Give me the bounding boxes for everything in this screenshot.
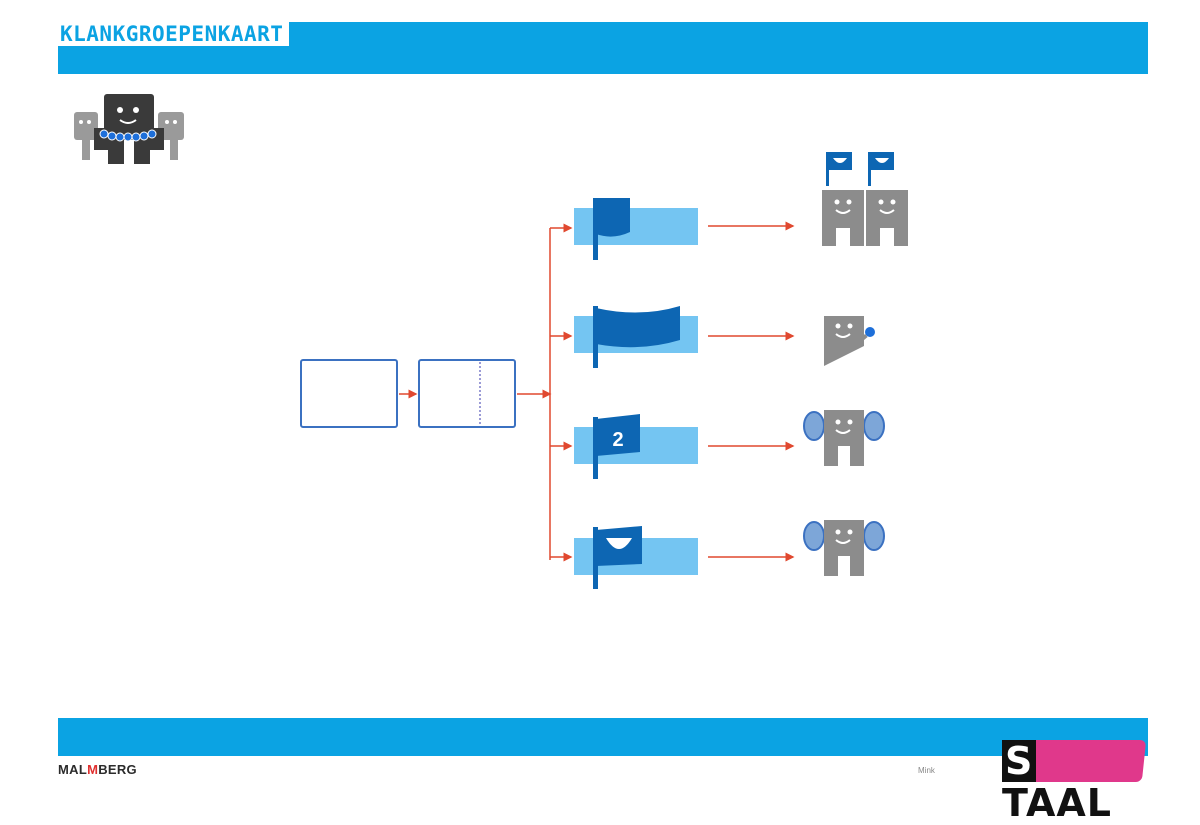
flag-number-label: 2 bbox=[612, 429, 623, 451]
word-box-left bbox=[300, 359, 398, 428]
two-characters-with-flags-icon bbox=[822, 152, 908, 246]
smile-flag-icon bbox=[593, 526, 642, 589]
word-box-split bbox=[418, 359, 516, 428]
page-title: KLANKGROEPENKAART bbox=[60, 22, 284, 46]
staal-logo-rest: TAAL bbox=[1002, 781, 1113, 825]
brand-pre: MAL bbox=[58, 762, 88, 777]
wide-wave-flag-icon bbox=[593, 306, 680, 368]
page-number: Mink bbox=[918, 766, 935, 775]
character-with-ears-icon bbox=[803, 520, 885, 576]
brand-post: BERG bbox=[98, 762, 137, 777]
staal-logo-text: STAAL bbox=[1002, 740, 1148, 824]
number-flag-icon: 2 bbox=[593, 414, 640, 479]
staal-logo-s: S bbox=[1002, 740, 1037, 782]
footer-band bbox=[58, 718, 1148, 756]
brand-mid: M bbox=[87, 762, 99, 777]
page-title-box: KLANKGROEPENKAART bbox=[58, 22, 290, 46]
sound-group-diagram: 2 bbox=[300, 152, 908, 589]
mascot-character-icon bbox=[74, 94, 184, 164]
sound-bar-1 bbox=[574, 208, 698, 245]
banner-flag-icon bbox=[593, 198, 630, 260]
publisher-logo: MALMBERG bbox=[58, 762, 137, 777]
character-with-microphone-icon bbox=[824, 316, 875, 366]
character-with-ears-icon bbox=[803, 410, 885, 466]
staal-logo: STAAL bbox=[998, 738, 1148, 824]
